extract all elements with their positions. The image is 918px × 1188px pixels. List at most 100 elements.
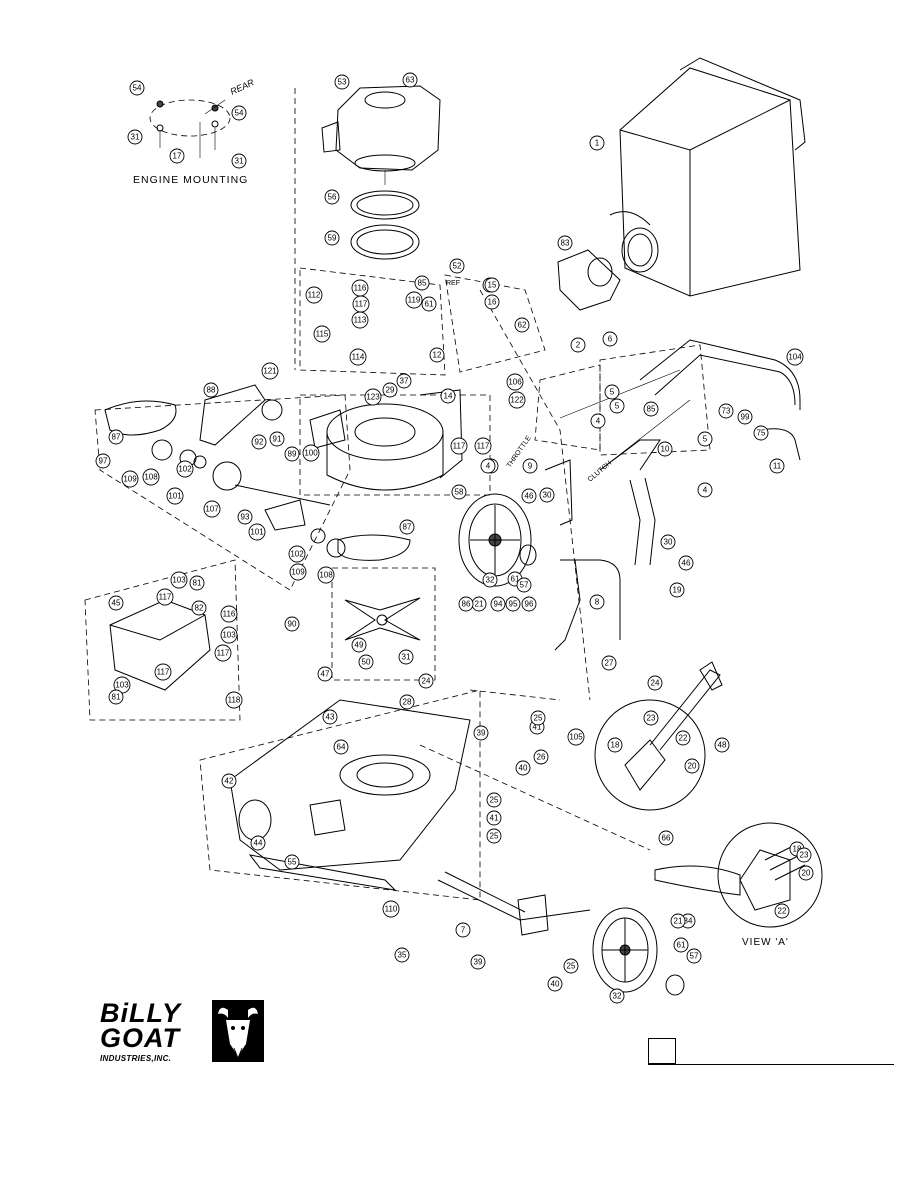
- callout-62: 62: [514, 317, 530, 333]
- svg-text:75: 75: [757, 429, 766, 438]
- svg-text:117: 117: [217, 649, 230, 658]
- svg-text:103: 103: [222, 631, 236, 640]
- callout-56: 56: [324, 189, 340, 205]
- callout-81: 81: [108, 689, 124, 705]
- callout-40: 40: [515, 760, 531, 776]
- svg-text:31: 31: [235, 157, 244, 166]
- callout-20: 20: [798, 865, 814, 881]
- callout-37: 37: [396, 373, 412, 389]
- svg-text:93: 93: [241, 513, 250, 522]
- svg-text:18: 18: [793, 845, 802, 854]
- callout-85: 85: [414, 275, 430, 291]
- throttle-inset: [594, 661, 723, 811]
- page-reference: [648, 1038, 894, 1066]
- housing-drawing: [309, 389, 463, 491]
- callout-25: 25: [563, 958, 579, 974]
- svg-text:23: 23: [800, 851, 809, 860]
- callout-108: 108: [142, 468, 160, 486]
- svg-text:39: 39: [477, 729, 486, 738]
- engine-mounting-inset: [149, 99, 231, 158]
- callout-15: 15: [484, 277, 500, 293]
- svg-text:103: 103: [172, 576, 186, 585]
- callout-30: 30: [660, 534, 676, 550]
- title-rule: [648, 1064, 894, 1065]
- callout-93: 93: [237, 509, 253, 525]
- callout-25: 25: [486, 792, 502, 808]
- svg-text:91: 91: [273, 435, 282, 444]
- svg-text:7: 7: [461, 926, 466, 935]
- callout-31: 31: [127, 129, 143, 145]
- svg-text:21: 21: [475, 600, 484, 609]
- svg-text:106: 106: [508, 378, 522, 387]
- callout-28: 28: [399, 694, 415, 710]
- svg-text:40: 40: [551, 980, 560, 989]
- callout-113: 113: [351, 311, 369, 329]
- svg-text:92: 92: [255, 438, 264, 447]
- callout-119: 119: [405, 291, 423, 309]
- svg-text:34: 34: [684, 917, 693, 926]
- svg-text:39: 39: [474, 958, 483, 967]
- svg-text:117: 117: [477, 442, 490, 451]
- callout-92: 92: [251, 434, 267, 450]
- svg-text:90: 90: [288, 620, 297, 629]
- svg-text:95: 95: [509, 600, 518, 609]
- callout-91: 91: [269, 431, 285, 447]
- callout-39: 39: [470, 954, 486, 970]
- callout-109: 109: [289, 563, 307, 581]
- callout-101: 101: [166, 487, 184, 505]
- callout-112: 112: [305, 286, 323, 304]
- svg-text:59: 59: [328, 234, 337, 243]
- callout-7: 7: [455, 922, 471, 938]
- svg-text:89: 89: [288, 450, 297, 459]
- callout-5: 5: [609, 398, 625, 414]
- svg-text:54: 54: [133, 84, 142, 93]
- svg-text:61: 61: [425, 300, 434, 309]
- clutch-label: CLUTCH: [587, 460, 613, 484]
- callout-41: 41: [486, 810, 502, 826]
- callout-4: 4: [590, 413, 606, 429]
- callout-83: 83: [557, 235, 573, 251]
- callout-23: 23: [796, 847, 812, 863]
- svg-text:30: 30: [664, 538, 673, 547]
- svg-text:21: 21: [674, 917, 683, 926]
- callout-1: 1: [589, 135, 605, 151]
- svg-text:30: 30: [543, 491, 552, 500]
- svg-text:99: 99: [741, 413, 750, 422]
- svg-text:102: 102: [178, 465, 192, 474]
- callout-81: 81: [189, 575, 205, 591]
- callout-57: 57: [516, 577, 532, 593]
- svg-text:112: 112: [308, 291, 321, 300]
- svg-text:109: 109: [291, 568, 305, 577]
- svg-text:6: 6: [608, 335, 613, 344]
- callout-21: 21: [471, 596, 487, 612]
- svg-text:37: 37: [400, 377, 409, 386]
- logo-word-billy: BiLLY: [100, 998, 181, 1028]
- callout-117: 117: [352, 295, 370, 313]
- svg-text:118: 118: [228, 696, 241, 705]
- callout-54: 54: [231, 105, 247, 121]
- goat-head-icon: [212, 1000, 264, 1062]
- svg-text:101: 101: [250, 528, 264, 537]
- svg-text:116: 116: [223, 610, 236, 619]
- callout-110: 110: [382, 900, 400, 918]
- callout-18: 18: [607, 737, 623, 753]
- callout-35: 35: [394, 947, 410, 963]
- svg-text:22: 22: [778, 907, 787, 916]
- callout-52: 52: [449, 258, 465, 274]
- callout-94: 94: [490, 596, 506, 612]
- callout-63: 63: [402, 72, 418, 88]
- svg-text:24: 24: [422, 677, 431, 686]
- svg-text:117: 117: [159, 593, 172, 602]
- svg-text:53: 53: [338, 78, 347, 87]
- callout-25: 25: [530, 710, 546, 726]
- callout-107: 107: [203, 500, 221, 518]
- callout-14: 14: [440, 388, 456, 404]
- callout-21: 21: [670, 913, 686, 929]
- callout-44: 44: [250, 835, 266, 851]
- svg-text:5: 5: [703, 435, 708, 444]
- svg-text:113: 113: [354, 316, 367, 325]
- callout-53: 53: [334, 74, 350, 90]
- svg-text:35: 35: [398, 951, 407, 960]
- svg-text:117: 117: [355, 300, 368, 309]
